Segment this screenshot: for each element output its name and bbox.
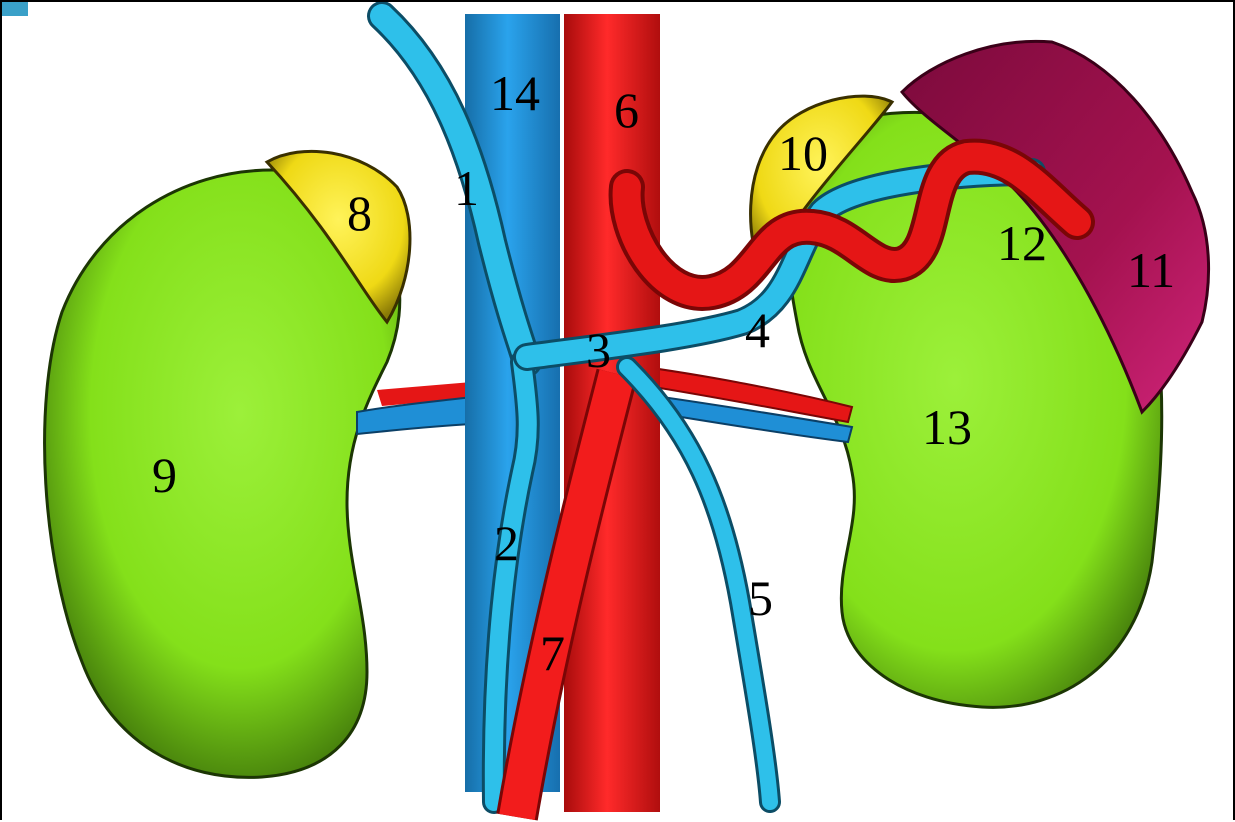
- label-12: 12: [997, 215, 1047, 271]
- label-2: 2: [494, 515, 519, 571]
- label-1: 1: [454, 160, 479, 216]
- label-7: 7: [540, 625, 565, 681]
- label-6: 6: [614, 82, 639, 138]
- label-13: 13: [922, 399, 972, 455]
- label-3: 3: [586, 322, 611, 378]
- label-14: 14: [490, 65, 540, 121]
- label-5: 5: [748, 570, 773, 626]
- label-10: 10: [778, 125, 828, 181]
- label-9: 9: [152, 447, 177, 503]
- label-8: 8: [347, 185, 372, 241]
- label-11: 11: [1127, 242, 1175, 298]
- label-4: 4: [745, 302, 770, 358]
